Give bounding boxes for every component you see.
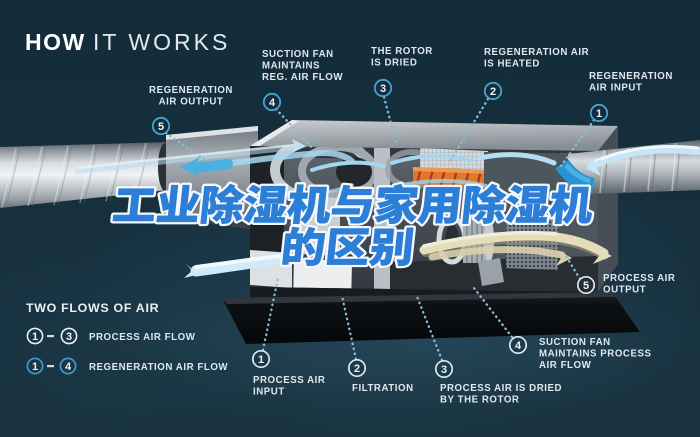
svg-text:TWO FLOWS OF AIR: TWO FLOWS OF AIR: [26, 301, 159, 315]
svg-text:IT WORKS: IT WORKS: [93, 29, 230, 55]
svg-text:2: 2: [354, 363, 360, 375]
svg-text:REGENERATION AIR FLOW: REGENERATION AIR FLOW: [89, 362, 228, 373]
svg-text:5: 5: [158, 121, 164, 133]
svg-text:5: 5: [583, 280, 589, 292]
svg-text:2: 2: [490, 86, 496, 98]
svg-text:4: 4: [65, 361, 72, 373]
svg-text:3: 3: [380, 83, 386, 95]
svg-text:1: 1: [32, 361, 38, 373]
svg-text:1: 1: [596, 108, 602, 120]
svg-text:3: 3: [66, 331, 72, 343]
svg-text:3: 3: [441, 364, 447, 376]
svg-text:1: 1: [32, 331, 38, 343]
svg-text:4: 4: [269, 97, 276, 109]
svg-text:HOW: HOW: [25, 29, 86, 55]
svg-text:PROCESS AIR FLOW: PROCESS AIR FLOW: [89, 332, 196, 343]
svg-text:4: 4: [515, 340, 522, 352]
svg-text:1: 1: [258, 354, 264, 366]
svg-text:FILTRATION: FILTRATION: [352, 383, 414, 394]
